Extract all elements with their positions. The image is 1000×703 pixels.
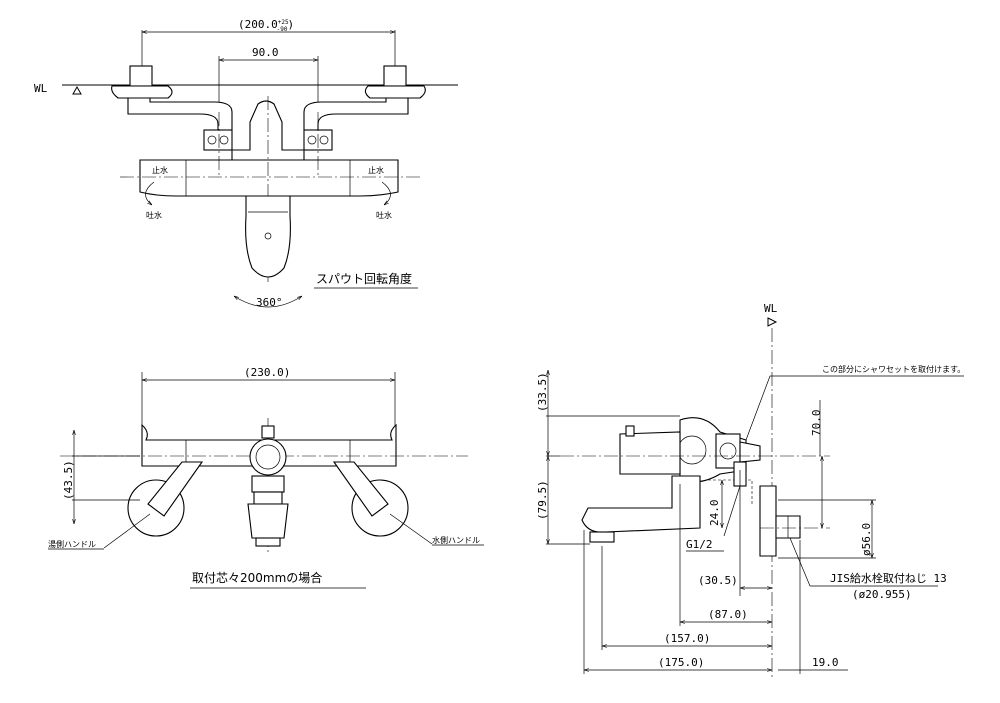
- dim-157: (157.0): [664, 632, 710, 645]
- jis-dia: (ø20.955): [852, 588, 912, 601]
- stop-label-right: 止水: [368, 165, 384, 175]
- stop-label-left: 止水: [152, 165, 168, 175]
- dim-30-5: (30.5): [698, 574, 738, 587]
- dim-width: (230.0): [244, 366, 290, 379]
- wl-label: WL: [34, 82, 48, 95]
- shower-note: この部分にシャワセットを取付けます。: [822, 364, 965, 374]
- discharge-label-right: 吐水: [376, 210, 392, 220]
- front-view: (230.0) (43.5) 湯側ハンドル 水側ハンドル 取付芯: [48, 366, 484, 589]
- front-caption: 取付芯々200mmの場合: [192, 570, 322, 585]
- dim-56: ø56.0: [860, 523, 873, 556]
- dim-height: (43.5): [62, 460, 75, 500]
- thread-g: G1/2: [686, 538, 713, 551]
- top-view: WL (200.0+25-90) 90.0: [34, 18, 458, 309]
- dim-center: 90.0: [252, 46, 279, 59]
- dim-70: 70.0: [810, 410, 823, 437]
- discharge-label-left: 吐水: [146, 210, 162, 220]
- spout-rotation-label: スパウト回転角度: [316, 271, 412, 286]
- dim-24: 24.0: [708, 500, 721, 527]
- cold-handle-label: 水側ハンドル: [432, 535, 480, 545]
- dim-33-5: (33.5): [536, 372, 549, 412]
- dim-87: (87.0): [708, 608, 748, 621]
- jis-note: JIS給水栓取付ねじ 13: [830, 571, 947, 585]
- side-view: WL (33.5) (79.5): [536, 302, 965, 680]
- dim-175: (175.0): [658, 656, 704, 669]
- hot-handle-label: 湯側ハンドル: [48, 539, 96, 549]
- rotation-angle: 360°: [256, 296, 283, 309]
- dim-overall: (200.0+25-90): [238, 18, 294, 33]
- dim-19: 19.0: [812, 656, 839, 669]
- dim-79-5: (79.5): [536, 480, 549, 520]
- side-wl-label: WL: [764, 302, 778, 315]
